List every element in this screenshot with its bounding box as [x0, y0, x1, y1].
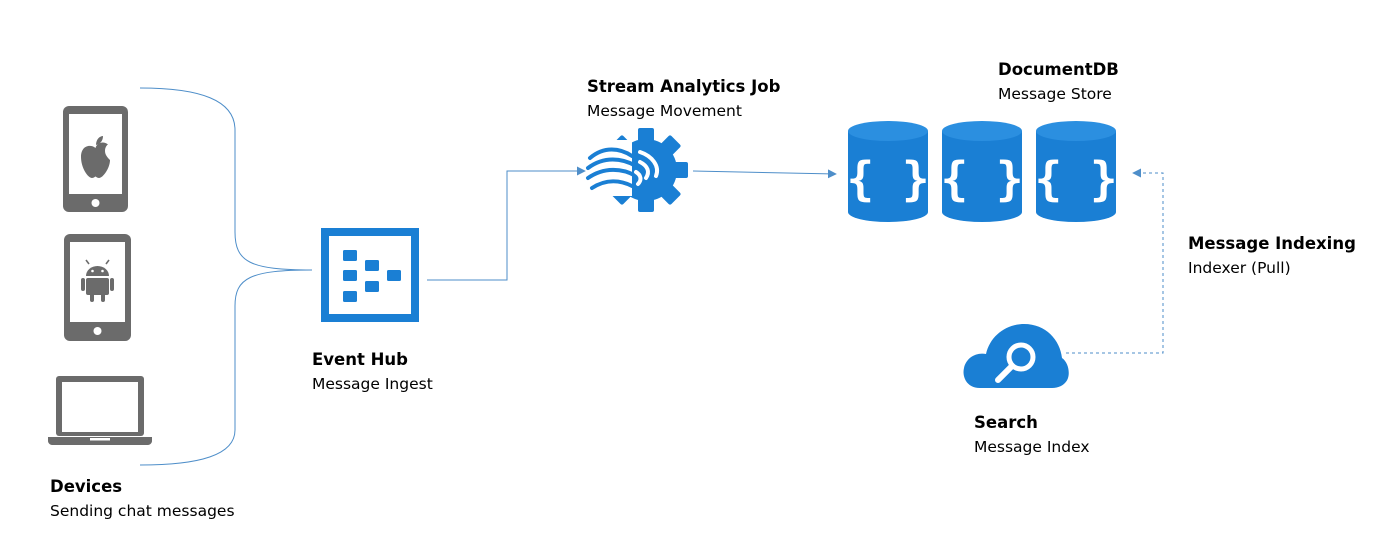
- event-hub-icon: [321, 228, 419, 322]
- documentdb-title: DocumentDB: [998, 60, 1119, 79]
- svg-text:{ }: { }: [940, 152, 1023, 206]
- documentdb-subtitle: Message Store: [998, 85, 1112, 103]
- devices-label: Devices Sending chat messages: [50, 475, 235, 523]
- stream-analytics-label: Stream Analytics Job Message Movement: [587, 75, 780, 123]
- documentdb-icon: { } { } { }: [846, 121, 1118, 222]
- message-indexing-label: Message Indexing Indexer (Pull): [1188, 232, 1356, 280]
- connector-search-to-documentdb: [1066, 168, 1164, 354]
- search-cloud-icon: [963, 324, 1069, 388]
- stream-analytics-subtitle: Message Movement: [587, 102, 742, 120]
- devices-bracket-connector: [139, 87, 313, 466]
- stream-analytics-icon: [586, 128, 688, 212]
- connector-stream-to-documentdb: [692, 169, 837, 179]
- search-label: Search Message Index: [974, 411, 1090, 459]
- documentdb-cylinder-1: { }: [846, 121, 930, 222]
- search-subtitle: Message Index: [974, 438, 1090, 456]
- stream-analytics-title: Stream Analytics Job: [587, 77, 781, 96]
- connector-eventhub-to-stream: [427, 166, 586, 281]
- svg-text:{ }: { }: [846, 152, 929, 206]
- documentdb-cylinder-3: { }: [1034, 121, 1118, 222]
- search-title: Search: [974, 413, 1038, 432]
- message-indexing-title: Message Indexing: [1188, 234, 1356, 253]
- apple-phone-icon: [63, 106, 128, 212]
- svg-text:{ }: { }: [1034, 152, 1117, 206]
- android-phone-icon: [64, 234, 131, 341]
- devices-title: Devices: [50, 477, 123, 496]
- event-hub-subtitle: Message Ingest: [312, 375, 433, 393]
- documentdb-label: DocumentDB Message Store: [998, 58, 1119, 106]
- documentdb-cylinder-2: { }: [940, 121, 1024, 222]
- laptop-icon: [48, 376, 152, 445]
- event-hub-label: Event Hub Message Ingest: [312, 348, 433, 396]
- event-hub-title: Event Hub: [312, 350, 408, 369]
- devices-subtitle: Sending chat messages: [50, 502, 235, 520]
- message-indexing-subtitle: Indexer (Pull): [1188, 259, 1291, 277]
